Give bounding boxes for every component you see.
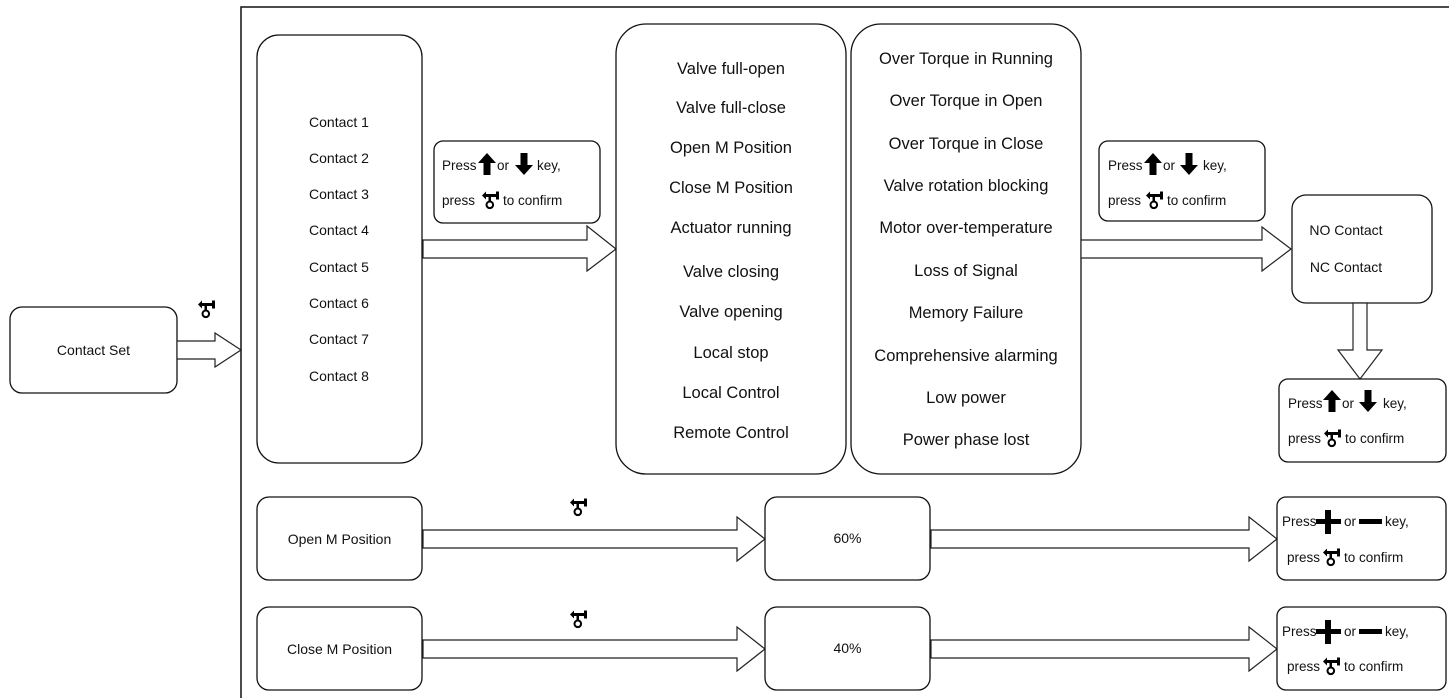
hint-or-text: or [497,158,510,173]
hint-press2-text: press [442,193,475,208]
hint-press-text: Press [1282,624,1317,639]
close-m-position-label: Close M Position [287,641,392,657]
hint-press2-text: press [1108,193,1141,208]
list-item: Contact 4 [309,222,369,238]
open-m-position-label: Open M Position [288,531,392,547]
flow-arrow [1336,302,1384,380]
hint-plusminus-box-1 [1276,496,1447,581]
list-item: Low power [926,389,1006,407]
hint-updown-box-2 [1098,140,1266,222]
list-item: Contact 5 [309,259,369,275]
hint-press2-text: press [1288,431,1321,446]
hint-updown-box-1 [433,140,601,224]
contact-type-box [1291,194,1433,304]
list-item: Valve opening [679,303,782,321]
list-item: NC Contact [1310,259,1382,275]
hint-press-text: Press [442,158,477,173]
flow-arrow [422,224,617,273]
flow-arrow [422,625,766,673]
list-item: Valve closing [683,263,779,281]
enter-key-icon [569,609,588,629]
hint-press-text: Press [1288,396,1323,411]
hint-or-text: or [1344,514,1357,529]
plus-icon [1316,620,1341,644]
functions-list-a: Valve full-open Valve full-close Open M … [669,60,793,442]
list-item: Valve full-close [676,99,786,117]
flow-arrow [930,625,1278,673]
list-item: Contact 7 [309,331,369,347]
list-item: Memory Failure [909,304,1024,322]
hint-plusminus-box-2 [1276,606,1447,691]
hint-or-text: or [1342,396,1355,411]
hint-confirm-text: to confirm [1167,193,1226,208]
list-item: Over Torque in Running [879,50,1053,68]
list-item: Contact 2 [309,150,369,166]
list-item: Open M Position [670,139,792,157]
list-item: Comprehensive alarming [874,347,1057,365]
list-item: Local stop [693,344,768,362]
open-m-value-box [764,496,931,581]
open-m-position-box [256,496,423,581]
list-item: Valve full-open [677,60,785,78]
hint-press2-text: press [1287,659,1320,674]
hint-press-text: Press [1108,158,1143,173]
list-item: Contact 1 [309,114,369,130]
hint-confirm-text: to confirm [1345,431,1404,446]
list-item: Over Torque in Close [889,135,1044,153]
list-item: Contact 6 [309,295,369,311]
list-item: Valve rotation blocking [884,177,1049,195]
list-item: Actuator running [670,219,791,237]
close-m-value: 40% [833,640,861,656]
list-item: Remote Control [673,424,789,442]
list-item: Contact 8 [309,368,369,384]
hint-key-text: key, [537,158,561,173]
list-item: NO Contact [1309,222,1382,238]
flow-arrow [176,331,243,369]
list-item: Power phase lost [903,431,1030,449]
hint-or-text: or [1344,624,1357,639]
hint-press-text: Press [1282,514,1317,529]
open-m-value: 60% [833,530,861,546]
hint-or-text: or [1163,158,1176,173]
functions-list-box-a [615,23,847,475]
flow-arrow [422,515,766,563]
close-m-position-box [256,606,423,691]
list-item: Contact 3 [309,186,369,202]
list-item: Motor over-temperature [879,219,1052,237]
list-item: Loss of Signal [914,262,1018,280]
plus-icon [1316,510,1341,534]
outer-frame [240,6,1449,698]
hint-confirm-text: to confirm [1344,659,1403,674]
close-m-value-box [764,606,931,691]
flow-arrow [1080,225,1292,273]
contact-set-label: Contact Set [57,342,130,358]
hint-key-text: key, [1385,514,1409,529]
hint-confirm-text: to confirm [1344,550,1403,565]
minus-icon [1359,629,1382,634]
functions-list-b: Over Torque in Running Over Torque in Op… [874,50,1057,449]
hint-updown-box-3 [1278,378,1447,463]
hint-key-text: key, [1383,396,1407,411]
hint-confirm-text: to confirm [503,193,562,208]
enter-key-icon [569,497,588,517]
hint-key-text: key, [1203,158,1227,173]
hint-press2-text: press [1287,550,1320,565]
hint-key-text: key, [1385,624,1409,639]
contacts-list-box [256,34,423,464]
contacts-list: Contact 1 Contact 2 Contact 3 Contact 4 … [309,114,369,384]
list-item: Over Torque in Open [890,92,1043,110]
flow-arrow [930,515,1278,563]
list-item: Close M Position [669,179,793,197]
enter-key-icon [197,299,216,319]
minus-icon [1359,519,1382,524]
list-item: Local Control [682,384,779,402]
